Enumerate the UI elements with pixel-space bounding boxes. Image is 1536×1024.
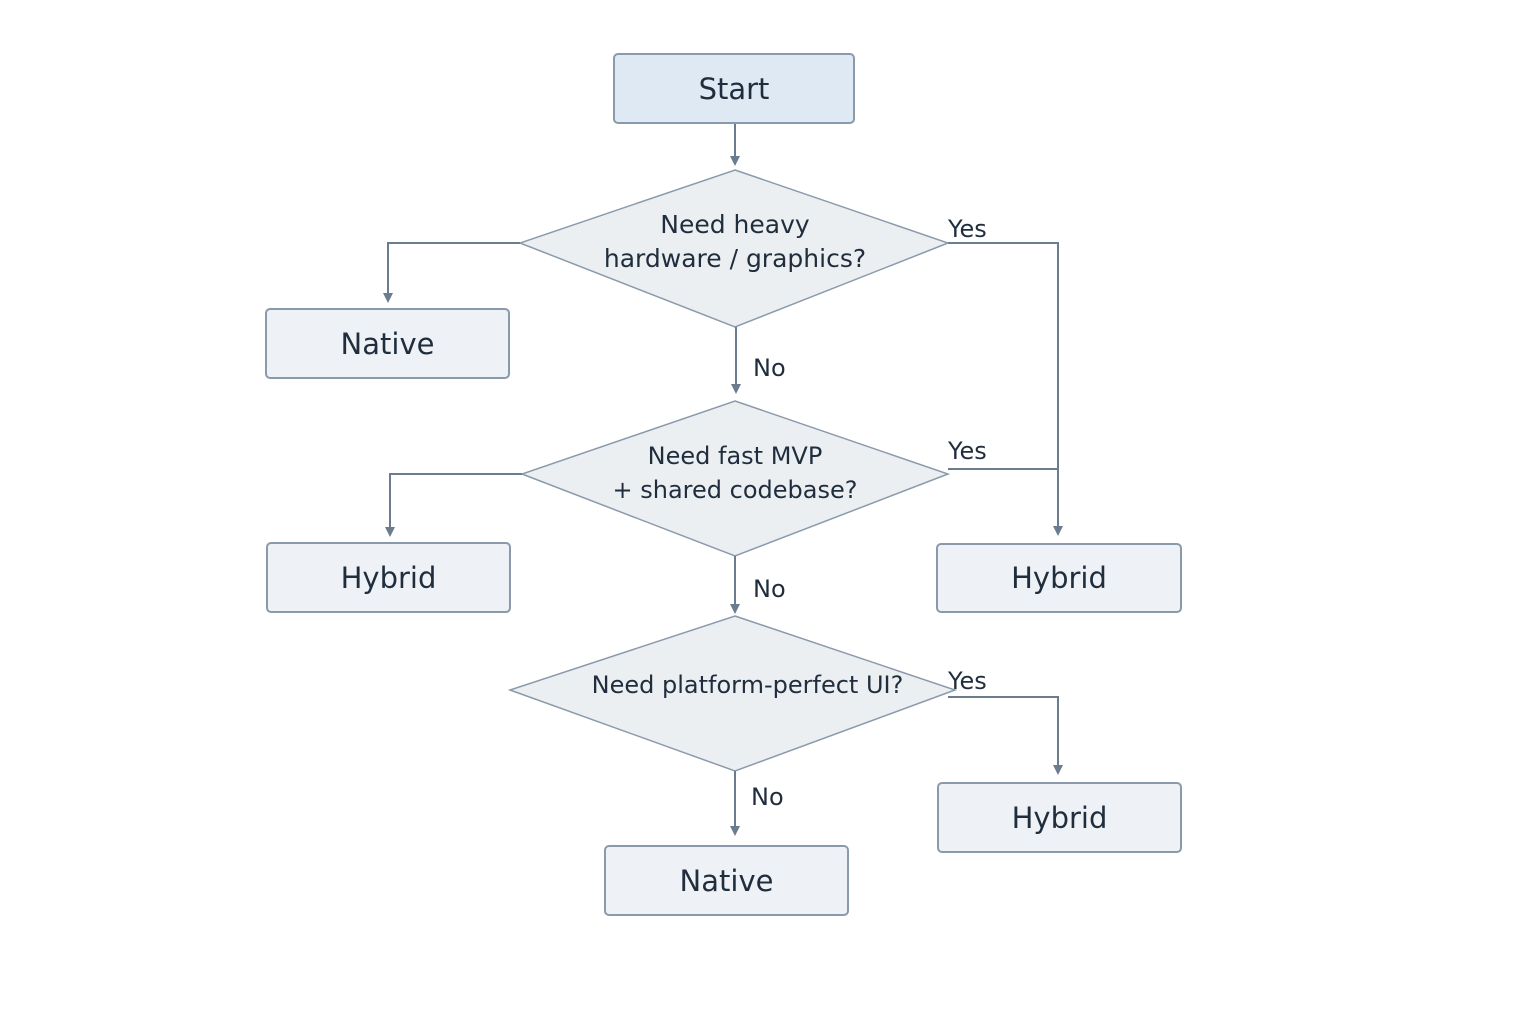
hybrid-node-bottom-right: Hybrid [937, 782, 1182, 853]
decision-q1-line2: hardware / graphics? [603, 244, 867, 273]
hybrid-node-right-label: Hybrid [1011, 561, 1107, 595]
edge-q2-hybrid [385, 473, 522, 537]
edge-label-q2-no: No [753, 575, 786, 603]
native-node-bottom: Native [604, 845, 849, 916]
decision-q2-line2: + shared codebase? [612, 476, 858, 504]
edge-label-q1-no: No [753, 354, 786, 382]
decision-q2-text: Need fast MVP + shared codebase? [560, 439, 910, 507]
hybrid-node-right: Hybrid [936, 543, 1182, 613]
decision-q3-line1: Need platform-perfect UI? [591, 671, 904, 699]
native-node-top: Native [265, 308, 510, 379]
start-node-label: Start [698, 71, 770, 106]
edge-label-q1-yes: Yes [948, 215, 987, 243]
edge-label-q3-no: No [751, 783, 784, 811]
decision-q3-text: Need platform-perfect UI? [560, 668, 935, 702]
edge-q1-native [383, 242, 520, 303]
decision-q1-line1: Need heavy [660, 210, 810, 239]
hybrid-node-left-label: Hybrid [340, 560, 437, 595]
edge-q3-yes [948, 696, 1063, 775]
edge-label-q3-yes: Yes [948, 667, 987, 695]
hybrid-node-left: Hybrid [266, 542, 511, 613]
native-node-top-label: Native [340, 326, 435, 361]
start-node: Start [613, 53, 855, 124]
decision-q1-text: Need heavy hardware / graphics? [560, 208, 910, 276]
decision-q2-line1: Need fast MVP [647, 442, 823, 470]
native-node-bottom-label: Native [679, 863, 774, 898]
edge-label-q2-yes: Yes [948, 437, 987, 465]
edge-q1-yes [948, 242, 1063, 536]
hybrid-node-bottom-right-label: Hybrid [1011, 800, 1108, 835]
